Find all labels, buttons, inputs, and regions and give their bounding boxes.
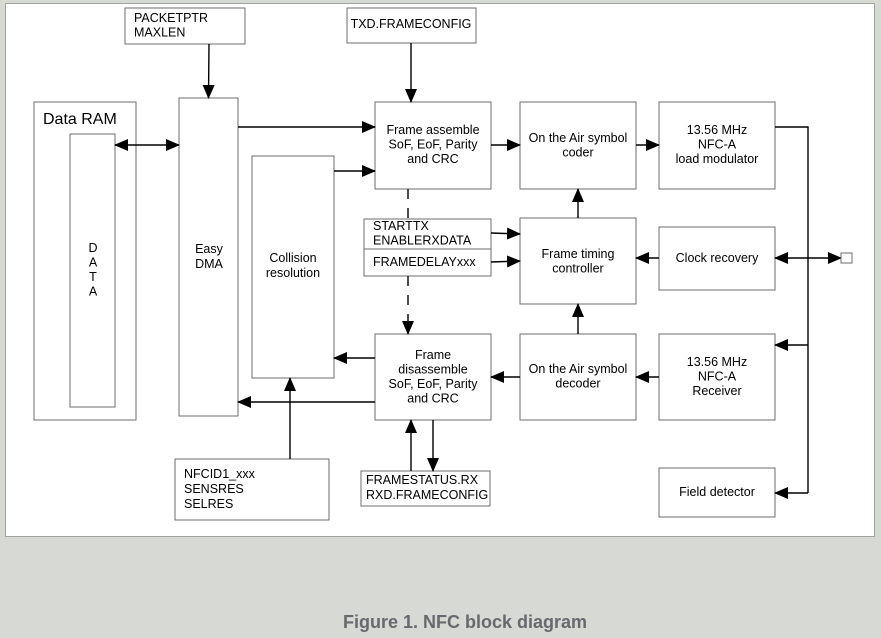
label-line: STARTTX	[373, 219, 429, 233]
label-line: load modulator	[676, 152, 759, 166]
label-txd-frameconfig: TXD.FRAMECONFIG	[351, 17, 472, 31]
label-line: Receiver	[692, 384, 741, 398]
label-line: On the Air symbol	[529, 362, 628, 376]
label-line: TXD.FRAMECONFIG	[351, 17, 472, 31]
label-line: Easy	[195, 242, 224, 256]
label-line: and CRC	[407, 152, 458, 166]
label-line: decoder	[555, 377, 600, 391]
label-line: 13.56 MHz	[687, 355, 747, 369]
block-clock-recovery: Clock recovery	[658, 226, 776, 291]
label-line: ENABLERXDATA	[373, 234, 472, 248]
label-line: Frame timing	[542, 247, 615, 261]
label-line: SoF, EoF, Parity	[389, 138, 479, 152]
label-line: NFC-A	[698, 138, 737, 152]
label-line: controller	[552, 262, 603, 276]
label-line: SENSRES	[184, 482, 244, 496]
arrow-framedelay-to-timing	[490, 255, 521, 268]
antenna-bus-vertical	[775, 126, 809, 493]
block-field-detector: Field detector	[658, 467, 776, 518]
label-line: NFC-A	[698, 370, 737, 384]
label-line: Data RAM	[43, 111, 117, 128]
label-line: Frame	[415, 348, 451, 362]
label-field-detector: Field detector	[679, 485, 755, 499]
label-line: A	[89, 256, 98, 270]
label-line: resolution	[266, 266, 320, 280]
figure-caption: Figure 1. NFC block diagram	[342, 612, 588, 632]
label-framedelay: FRAMEDELAYxxx	[373, 255, 476, 269]
label-line: DMA	[195, 257, 223, 271]
label-line: A	[89, 285, 98, 299]
label-data-ram: Data RAM	[43, 111, 117, 128]
label-line: Frame assemble	[386, 123, 479, 137]
antenna-pin	[840, 252, 853, 264]
arrow-starttx-to-timing	[490, 227, 521, 240]
label-line: coder	[562, 146, 593, 160]
label-line: T	[89, 270, 97, 284]
label-line: RXD.FRAMECONFIG	[366, 488, 488, 502]
label-line: Field detector	[679, 485, 755, 499]
label-clock-recovery: Clock recovery	[676, 251, 759, 265]
label-line: MAXLEN	[134, 26, 185, 40]
label-line: Clock recovery	[676, 251, 759, 265]
label-line: D	[88, 241, 97, 255]
label-line: NFCID1_xxx	[184, 467, 256, 481]
label-line: PACKETPTR	[134, 11, 208, 25]
block-framedelay: FRAMEDELAYxxx	[363, 248, 492, 277]
block-txd-frameconfig: TXD.FRAMECONFIG	[346, 7, 477, 44]
label-line: 13.56 MHz	[687, 123, 747, 137]
label-line: FRAMEDELAYxxx	[373, 255, 476, 269]
label-line: SELRES	[184, 497, 233, 511]
label-line: and CRC	[407, 392, 458, 406]
label-line: Collision	[269, 251, 316, 265]
label-line: On the Air symbol	[529, 131, 628, 145]
label-line: disassemble	[398, 363, 468, 377]
label-line: FRAMESTATUS.RX	[366, 473, 479, 487]
arrow-packetptr-to-dma	[202, 43, 215, 99]
label-line: SoF, EoF, Parity	[389, 377, 479, 391]
